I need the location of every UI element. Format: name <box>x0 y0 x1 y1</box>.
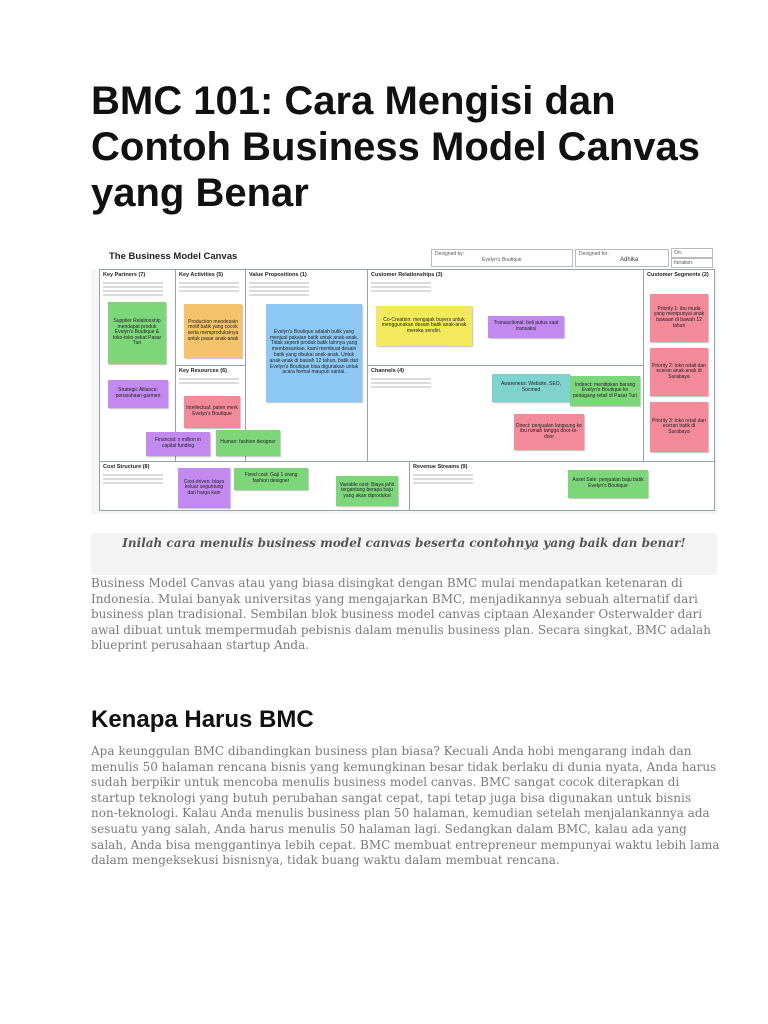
customer-segments-block: Customer Segments (2) <box>644 270 714 462</box>
key-resources-block: Key Resources (6) <box>176 366 246 462</box>
note-financial: Financial: x million in capital funding <box>146 432 210 456</box>
note-transactional: Transactional: beli putus saat transaksi <box>488 316 564 338</box>
body-paragraph: Apa keunggulan BMC dibandingkan business… <box>91 744 720 868</box>
revenue-streams-block: Revenue Streams (9) <box>410 462 714 510</box>
note-variable-cost: Variable cost: Biaya jahit tergantung be… <box>336 476 398 506</box>
revenue-streams-label: Revenue Streams (9) <box>413 464 468 470</box>
section-heading: Kenapa Harus BMC <box>91 706 314 733</box>
note-awareness: Awareness: Website, SEO, Socmed <box>492 374 570 402</box>
designed-for-value: Adhika <box>620 257 639 263</box>
value-propositions-block: Value Propositions (1) <box>246 270 368 462</box>
page-title: BMC 101: Cara Mengisi dan Contoh Busines… <box>91 79 700 215</box>
designed-for-box: Designed for: Adhika <box>575 249 669 267</box>
canvas-header: The Business Model Canvas Designed by: E… <box>91 244 717 270</box>
note-value-proposition: Evelyn's Boutique adalah butik yang menj… <box>266 304 362 402</box>
customer-relationships-block: Customer Relationships (3) <box>368 270 644 366</box>
on-label: On: <box>674 250 683 256</box>
customer-relationships-label: Customer Relationships (3) <box>371 272 443 278</box>
iteration-box: Iteration: <box>671 258 713 268</box>
note-fixed-cost: Fixed cost: Gaji 1 orang fashion designe… <box>234 468 308 490</box>
note-production: Production mendesain motif batik yang co… <box>184 304 242 358</box>
note-cost-driven: Cost-driven: biaya keluar seguntung dari… <box>178 468 230 508</box>
designed-by-label: Designed by: <box>435 251 465 257</box>
cost-structure-label: Cost Structure (8) <box>103 464 150 470</box>
intro-paragraph: Business Model Canvas atau yang biasa di… <box>91 576 711 653</box>
channels-block: Channels (4) <box>368 366 644 462</box>
note-co-creation: Co-Creation: mengajak buyers untuk mengg… <box>376 306 472 346</box>
note-asset-sale: Asset Sale: penjualan baju batik Evelyn'… <box>568 470 648 498</box>
note-segment-1: Priority 1: ibu muda yang mempunyai anak… <box>650 294 708 342</box>
designed-by-value: Evelyn's Boutique <box>482 257 522 263</box>
designed-for-label: Designed for: <box>579 251 609 257</box>
note-indirect: Indirect: menitipkan barang Evelyn's Bou… <box>570 376 640 406</box>
key-activities-block: Key Activities (5) <box>176 270 246 366</box>
customer-segments-label: Customer Segments (2) <box>647 272 709 278</box>
business-model-canvas-image: The Business Model Canvas Designed by: E… <box>91 244 717 514</box>
key-partners-block: Key Partners (7) <box>100 270 176 462</box>
note-strategic-alliance: Strategic Alliance: perusahaan garmen <box>108 380 168 408</box>
channels-label: Channels (4) <box>371 368 405 374</box>
note-supplier: Supplier Relationship mendapat produk Ev… <box>108 302 166 364</box>
image-caption: Inilah cara menulis business model canva… <box>91 533 717 575</box>
key-resources-label: Key Resources (6) <box>179 368 227 374</box>
iteration-label: Iteration: <box>674 260 694 266</box>
designed-by-box: Designed by: Evelyn's Boutique <box>431 249 573 267</box>
key-partners-label: Key Partners (7) <box>103 272 146 278</box>
canvas-grid: Key Partners (7) Key Activities (5) Key … <box>99 269 715 511</box>
note-direct: Direct: penjualan langsung ke ibu rumah … <box>514 414 584 450</box>
canvas-title: The Business Model Canvas <box>109 251 238 262</box>
key-activities-label: Key Activities (5) <box>179 272 224 278</box>
value-propositions-label: Value Propositions (1) <box>249 272 307 278</box>
note-intellectual: Intellectual: paten merk Evelyn's Boutiq… <box>184 396 240 428</box>
on-box: On: <box>671 248 713 258</box>
note-segment-2: Priority 2: toko retail dan eceran anak-… <box>650 348 708 396</box>
note-human: Human: fashion designer <box>216 430 280 456</box>
cost-structure-block: Cost Structure (8) <box>100 462 410 510</box>
note-segment-3: Priority 3: toko retail dan eceran batik… <box>650 402 708 452</box>
